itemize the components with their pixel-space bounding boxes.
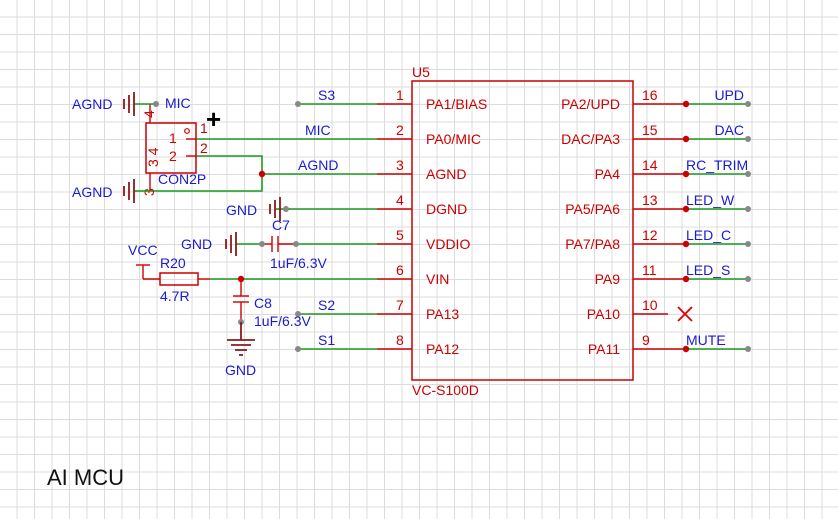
pin-name-12: PA7/PA8 (565, 236, 620, 252)
left-pin-lines (377, 103, 412, 350)
pin-name-10: PA10 (587, 306, 620, 322)
net-s2: S2 (318, 297, 335, 313)
pin-name-6: VIN (426, 271, 449, 287)
page-title: AI MCU (47, 465, 124, 490)
net-dac: DAC (714, 122, 744, 138)
con-ext1: 1 (200, 120, 208, 136)
pin-num-3: 3 (396, 157, 404, 173)
pin-name-16: PA2/UPD (561, 96, 620, 112)
pin-num-14: 14 (642, 157, 658, 173)
pin-name-3: AGND (426, 166, 466, 182)
pin-num-8: 8 (396, 332, 404, 348)
pin-name-13: PA5/PA6 (565, 201, 620, 217)
pin-name-4: DGND (426, 201, 467, 217)
connector-con2p[interactable] (145, 104, 197, 191)
pin-name-1: PA1/BIAS (426, 96, 487, 112)
right-pin-lines (633, 103, 668, 350)
port-s2[interactable] (295, 311, 301, 317)
c7-value: 1uF/6.3V (270, 255, 327, 271)
pin-num-2: 2 (396, 122, 404, 138)
net-s1: S1 (318, 332, 335, 348)
pin-num-10: 10 (642, 297, 658, 313)
con-pin-top: 4 (141, 110, 157, 118)
con-pin-vert: 3 4 (145, 147, 161, 167)
net-gnd-c8: GND (225, 362, 256, 378)
pin-num-5: 5 (396, 227, 404, 243)
net-vcc: VCC (128, 242, 158, 258)
junction-agnd (258, 170, 266, 178)
net-agnd-top: AGND (72, 96, 112, 112)
pin-name-15: DAC/PA3 (561, 131, 620, 147)
ground-icon-c7 (225, 232, 237, 256)
pin-num-6: 6 (396, 262, 404, 278)
pin-num-12: 12 (642, 227, 658, 243)
net-gnd-dgnd: GND (226, 202, 257, 218)
net-upd: UPD (714, 87, 744, 103)
con-pin1: 1 (169, 130, 177, 146)
capacitor-c7[interactable] (236, 236, 299, 252)
net-rc-trim: RC_TRIM (686, 157, 748, 173)
r20-ref: R20 (160, 255, 186, 271)
ground-icon-top (123, 92, 159, 116)
net-led-c: LED_C (686, 227, 731, 243)
pin-num-7: 7 (396, 297, 404, 313)
pin-num-15: 15 (642, 122, 658, 138)
c8-value: 1uF/6.3V (254, 313, 311, 329)
ground-icon-c8 (227, 339, 255, 356)
con-pin-bottom: 3 (141, 188, 157, 196)
chip-body[interactable] (411, 80, 634, 381)
net-mic: MIC (305, 122, 331, 138)
port-s3[interactable] (295, 101, 301, 107)
net-led-s: LED_S (686, 262, 730, 278)
c8-ref: C8 (254, 295, 272, 311)
pin-name-9: PA11 (588, 341, 620, 357)
net-led-w: LED_W (686, 192, 735, 208)
pin-num-9: 9 (642, 332, 650, 348)
pin-name-7: PA13 (426, 306, 459, 322)
net-mic-top: MIC (165, 95, 191, 111)
pin-name-2: PA0/MIC (426, 131, 481, 147)
resistor-r20[interactable] (136, 264, 210, 286)
ground-icon-dgnd (269, 197, 290, 221)
con-ref: CON2P (158, 171, 206, 187)
pin-num-1: 1 (396, 87, 404, 103)
r20-value: 4.7R (160, 288, 190, 304)
net-agnd: AGND (298, 157, 338, 173)
port-s1[interactable] (295, 346, 301, 352)
pin-name-5: VDDIO (426, 236, 470, 252)
pin-num-11: 11 (642, 262, 657, 278)
capacitor-c8[interactable] (233, 279, 249, 340)
pin-num-13: 13 (642, 192, 658, 208)
net-s3: S3 (318, 87, 335, 103)
right-nets (668, 100, 751, 353)
chip-ref: U5 (412, 64, 430, 80)
pin-num-16: 16 (642, 87, 658, 103)
con-ext2: 2 (200, 140, 208, 156)
no-connect-icon (677, 306, 693, 322)
net-mute: MUTE (686, 332, 726, 348)
c7-ref: C7 (272, 217, 290, 233)
net-agnd-bottom: AGND (72, 184, 112, 200)
pin-num-4: 4 (396, 192, 404, 208)
con-pin2: 2 (169, 148, 177, 164)
net-gnd-c7: GND (181, 236, 212, 252)
pin-name-14: PA4 (595, 166, 621, 182)
chip-part: VC-S100D (412, 382, 479, 398)
plus-icon: + (206, 104, 221, 134)
pin-name-11: PA9 (595, 271, 621, 287)
pin-name-8: PA12 (426, 341, 459, 357)
ground-icon-bottom (123, 179, 150, 203)
